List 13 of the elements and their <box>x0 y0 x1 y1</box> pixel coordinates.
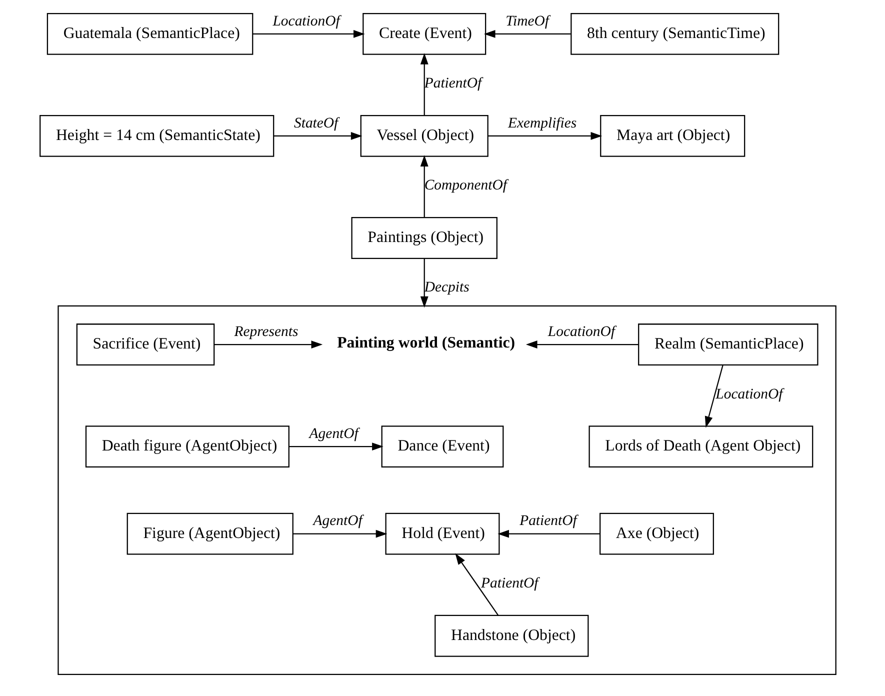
edge-label: LocationOf <box>716 386 783 402</box>
edge-label: AgentOf <box>309 425 358 442</box>
edge-label: PatientOf <box>481 575 538 592</box>
edge-label: PatientOf <box>520 512 577 529</box>
edge-label: Exemplifies <box>508 114 577 131</box>
edge-label: LocationOf <box>272 12 340 29</box>
node-text: Painting world (Semantic) <box>337 334 516 352</box>
edge-label: StateOf <box>294 114 338 131</box>
edge-label: ComponentOf <box>424 177 507 194</box>
edge-label: LocationOf <box>548 323 615 340</box>
edge-label: AgentOf <box>313 512 362 529</box>
edge-label: Represents <box>234 323 298 340</box>
edge-label: TimeOf <box>506 12 550 29</box>
